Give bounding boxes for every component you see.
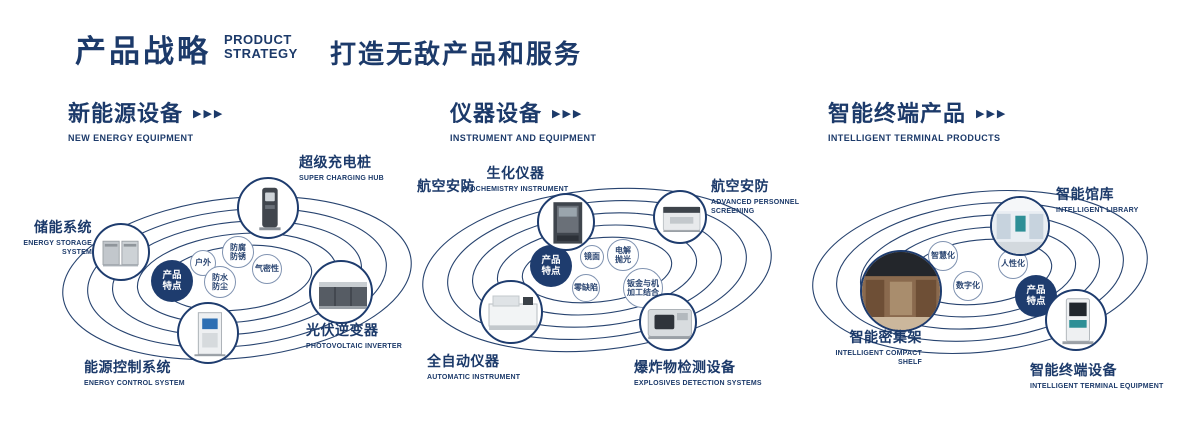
- automatic-instrument-photo: [488, 295, 538, 330]
- feature-badge-new-energy: 产品特点: [151, 260, 193, 302]
- feature-bubble: 零缺陷: [572, 274, 600, 302]
- intelligent-library-photo: [992, 198, 1048, 254]
- product-name: 生化仪器: [486, 165, 545, 181]
- feature-bubble: 防水防尘: [204, 266, 236, 298]
- product-node-terminal-equipment: [1045, 289, 1107, 351]
- product-label-compact-shelf: 智能密集架 INTELLIGENT COMPACT SHELF: [822, 327, 922, 367]
- section-title: 仪器设备: [450, 101, 543, 126]
- terminal-equipment-photo: [1062, 298, 1094, 345]
- feature-bubble: 防腐防锈: [222, 236, 254, 268]
- section-title: 新能源设备: [68, 101, 184, 126]
- section-header-intelligent: 智能终端产品 ▶▶▶ INTELLIGENT TERMINAL PRODUCTS: [828, 96, 1007, 143]
- product-name-en: PHOTOVOLTAIC INVERTER: [306, 343, 402, 350]
- product-node-super-charging-hub: [237, 177, 299, 239]
- section-header-new-energy: 新能源设备 ▶▶▶ NEW ENERGY EQUIPMENT: [68, 96, 224, 143]
- product-node-biochemistry: [537, 193, 595, 251]
- page-title-en-line2: STRATEGY: [224, 46, 298, 61]
- product-label-automatic-instrument: 全自动仪器 AUTOMATIC INSTRUMENT: [427, 351, 542, 382]
- personnel-screening-photo: [662, 206, 701, 232]
- product-node-compact-shelf: [860, 250, 942, 332]
- product-name-en: EXPLOSIVES DETECTION SYSTEMS: [634, 380, 762, 387]
- product-name: 智能终端设备: [1030, 362, 1117, 378]
- product-name-en: ADVANCED PERSONNEL SCREENING: [711, 199, 800, 216]
- section-title: 智能终端产品: [828, 101, 967, 126]
- section-subtitle: NEW ENERGY EQUIPMENT: [68, 133, 194, 143]
- feature-badge-instrument: 产品特点: [530, 245, 572, 287]
- triple-arrow-icon: ▶▶▶: [976, 108, 1008, 120]
- compact-shelf-photo: [862, 252, 940, 330]
- product-label-terminal-equipment: 智能终端设备 INTELLIGENT TERMINAL EQUIPMENT: [1030, 360, 1175, 391]
- product-name: 超级充电桩: [299, 154, 372, 170]
- biochemistry-instrument-photo: [553, 202, 583, 244]
- product-name: 智能密集架: [849, 329, 922, 345]
- section-subtitle: INSTRUMENT AND EQUIPMENT: [450, 133, 597, 143]
- product-label-super-charging-hub: 超级充电桩 SUPER CHARGING HUB: [299, 152, 419, 183]
- product-label-personnel-screening: 航空安防 ADVANCED PERSONNEL SCREENING: [711, 176, 811, 216]
- product-label-photovoltaic-inverter: 光伏逆变器 PHOTOVOLTAIC INVERTER: [306, 320, 426, 351]
- triple-arrow-icon: ▶▶▶: [193, 108, 225, 120]
- feature-bubble: 镜面: [580, 245, 604, 269]
- section-header-instrument: 仪器设备 ▶▶▶ INSTRUMENT AND EQUIPMENT: [450, 96, 596, 143]
- product-node-explosives-detection: [639, 293, 697, 351]
- page-title-en-line1: PRODUCT: [224, 32, 292, 47]
- page-title: 产品战略: [75, 34, 211, 69]
- product-label-explosives-detection: 爆炸物检测设备 EXPLOSIVES DETECTION SYSTEMS: [634, 357, 779, 388]
- product-name-en: INTELLIGENT TERMINAL EQUIPMENT: [1030, 383, 1164, 390]
- feature-bubble: 气密性: [252, 254, 282, 284]
- product-label-energy-control: 能源控制系统 ENERGY CONTROL SYSTEM: [84, 357, 214, 388]
- feature-badge-label: 产品特点: [1026, 284, 1046, 307]
- feature-bubble: 电解抛光: [607, 239, 639, 271]
- section-subtitle: INTELLIGENT TERMINAL PRODUCTS: [828, 133, 1001, 143]
- product-name: 航空安防: [417, 178, 475, 194]
- product-name: 储能系统: [34, 219, 92, 235]
- product-node-intelligent-library: [990, 196, 1050, 256]
- product-name: 能源控制系统: [84, 359, 171, 375]
- product-name: 光伏逆变器: [306, 322, 379, 338]
- page-tagline: 打造无敌产品和服务: [330, 39, 583, 69]
- product-name-en: INTELLIGENT COMPACT SHELF: [835, 350, 922, 367]
- product-name-en: ENERGY CONTROL SYSTEM: [84, 380, 185, 387]
- product-node-energy-storage: [92, 223, 150, 281]
- product-name-en: SUPER CHARGING HUB: [299, 175, 384, 182]
- label-aviation-security: 航空安防: [417, 176, 487, 196]
- feature-badge-label: 产品特点: [541, 254, 561, 277]
- product-label-intelligent-library: 智能馆库 INTELLIGENT LIBRARY: [1056, 184, 1166, 215]
- page-title-en: PRODUCT STRATEGY: [224, 33, 298, 61]
- energy-storage-photo: [102, 240, 139, 267]
- product-node-energy-control: [177, 302, 239, 364]
- product-name-en: INTELLIGENT LIBRARY: [1056, 207, 1139, 214]
- product-name-en: BIOCHEMISTRY INSTRUMENT: [462, 186, 569, 193]
- product-node-personnel-screening: [653, 190, 707, 244]
- triple-arrow-icon: ▶▶▶: [552, 108, 584, 120]
- product-name: 爆炸物检测设备: [634, 359, 736, 375]
- product-node-photovoltaic-inverter: [309, 260, 373, 324]
- super-charging-hub-photo: [259, 187, 281, 231]
- product-name-en: AUTOMATIC INSTRUMENT: [427, 374, 521, 381]
- product-node-automatic-instrument: [479, 280, 543, 344]
- photovoltaic-inverter-photo: [319, 282, 367, 309]
- feature-bubble: 智慧化: [928, 241, 958, 271]
- product-label-biochemistry: 生化仪器 BIOCHEMISTRY INSTRUMENT: [458, 163, 573, 194]
- product-name: 智能馆库: [1056, 186, 1114, 202]
- product-name-en: ENERGY STORAGE SYSTEM: [23, 240, 92, 257]
- feature-badge-label: 产品特点: [162, 269, 182, 292]
- product-name: 航空安防: [711, 178, 769, 194]
- feature-bubble: 数字化: [953, 271, 983, 301]
- explosives-detection-photo: [647, 308, 692, 340]
- product-name: 全自动仪器: [427, 353, 500, 369]
- product-label-energy-storage: 储能系统 ENERGY STORAGE SYSTEM: [12, 217, 92, 257]
- energy-control-photo: [194, 312, 226, 357]
